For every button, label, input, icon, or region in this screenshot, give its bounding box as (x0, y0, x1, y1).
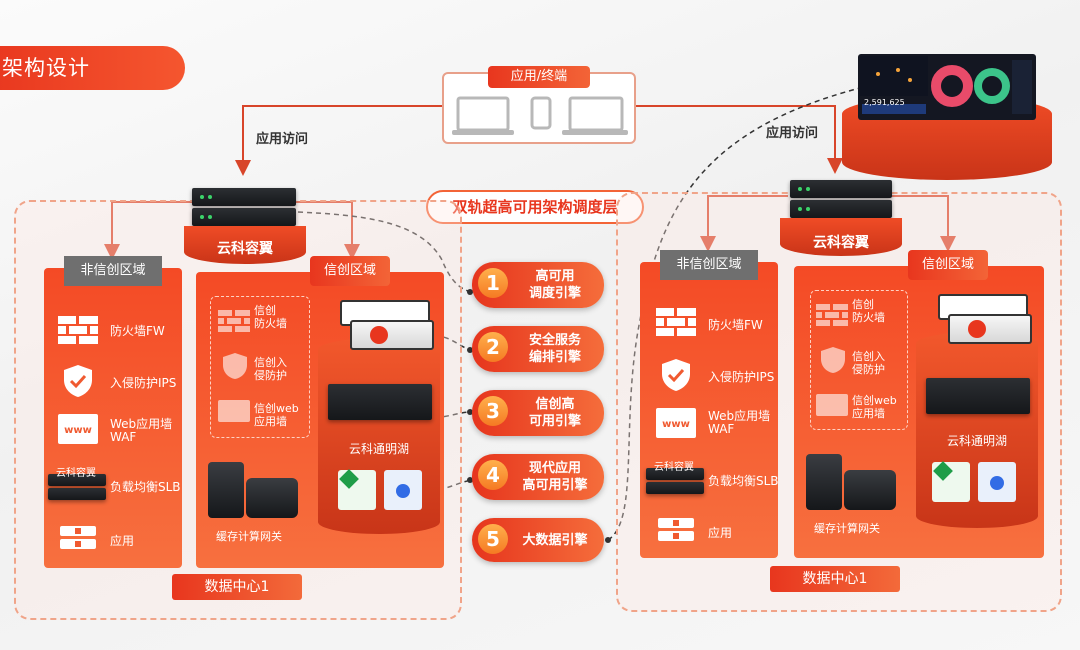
engine-3: 3 信创高 可用引擎 (472, 390, 604, 436)
tongminghu-device-icon (926, 378, 1030, 414)
cache-gateway-device-icon-2 (246, 478, 298, 518)
datacenter-right-name: 数据中心1 (770, 566, 900, 592)
slb-device-icon (646, 468, 704, 480)
xc-security-appliance-icon (948, 314, 1032, 344)
slb-device-label: 云科容翼 (56, 468, 96, 479)
dashboard-chart-icon (860, 56, 1032, 114)
nginx-icon (338, 469, 376, 510)
engine-5: 5 大数据引擎 (472, 518, 604, 562)
engine-1: 1 高可用 调度引擎 (472, 262, 604, 308)
cache-gateway-device-icon (208, 462, 244, 518)
xc-label-left: 信创区域 (310, 256, 390, 286)
slb-device-icon (48, 474, 106, 486)
xc-waf-icon (218, 400, 250, 422)
xc-label-right: 信创区域 (908, 250, 988, 280)
page-title: 架构设计 (0, 46, 185, 90)
gateway-label-right: 云科容翼 (813, 235, 869, 251)
nonxc-item-ips: 入侵防护IPS (708, 370, 775, 384)
access-label-right: 应用访问 (766, 126, 819, 141)
xc-shield-icon (222, 352, 248, 380)
gateway-pedestal-left (184, 226, 306, 264)
gateway-label-left: 云科容翼 (217, 241, 273, 257)
engine-number: 2 (478, 332, 508, 362)
app-server-icon (60, 526, 96, 550)
firewall-icon (58, 316, 98, 344)
xc-sub-fw: 信创 防火墙 (852, 298, 885, 324)
client-label: 应用/终端 (488, 66, 590, 88)
shield-icon (62, 364, 94, 398)
engine-number: 1 (478, 268, 508, 298)
datacenter-left-name: 数据中心1 (172, 574, 302, 600)
slb-device-label: 云科容翼 (654, 462, 694, 473)
nonxc-item-waf: Web应用墙 WAF (708, 409, 771, 436)
xc-sub-fw: 信创 防火墙 (254, 304, 287, 330)
dashboard-value: 2,591,625 (864, 98, 905, 107)
gateway-device-right-2 (790, 200, 892, 218)
engine-number: 4 (478, 460, 508, 490)
cache-gateway-label-right: 缓存计算网关 (814, 522, 880, 535)
engine-number: 5 (478, 524, 508, 554)
cache-gateway-device-icon-2 (844, 470, 896, 510)
tongminghu-device-icon (328, 384, 432, 420)
non-xc-label-right: 非信创区域 (660, 250, 758, 280)
nonxc-item-fw: 防火墙FW (708, 318, 763, 332)
nonxc-item-slb: 负载均衡SLB (708, 474, 779, 488)
engine-label: 高可用 调度引擎 (528, 269, 581, 301)
xc-security-group-left (210, 296, 310, 438)
nonxc-item-fw: 防火墙FW (110, 324, 165, 338)
engine-label: 信创高 可用引擎 (528, 397, 581, 429)
xc-sub-waf: 信创web 应用墙 (254, 402, 299, 428)
gateway-device-right (790, 180, 892, 198)
xc-sub-waf: 信创web 应用墙 (852, 394, 897, 420)
client-box: 应用/终端 (442, 66, 636, 144)
bigdata-dashboard: 2,591,625 (858, 54, 1036, 120)
cache-gateway-device-icon (806, 454, 842, 510)
nonxc-item-waf: Web应用墙 WAF (110, 417, 173, 444)
shield-icon (660, 358, 692, 392)
xc-security-group-right (810, 290, 908, 430)
terminal-devices-icon (452, 96, 628, 135)
nonxc-item-slb: 负载均衡SLB (110, 480, 181, 494)
xc-waf-icon (816, 394, 848, 416)
nginx-icon (932, 461, 970, 502)
xc-security-appliance-icon (350, 320, 434, 350)
slb-device-icon-2 (48, 488, 106, 500)
scheduling-layer: 双轨超高可用架构调度层 (426, 190, 644, 224)
xc-shield-icon (820, 346, 846, 374)
xc-sub-ips: 信创入 侵防护 (852, 350, 885, 376)
firewall-icon (656, 308, 696, 336)
xc-sub-ips: 信创入 侵防护 (254, 356, 287, 382)
web-waf-icon: www (656, 408, 696, 438)
nonxc-item-app: 应用 (110, 534, 135, 548)
nonxc-item-app: 应用 (708, 526, 733, 540)
kubernetes-icon (384, 470, 422, 510)
kubernetes-icon (978, 462, 1016, 502)
cache-gateway-label-left: 缓存计算网关 (216, 530, 282, 543)
non-xc-label-left: 非信创区域 (64, 256, 162, 286)
engine-label: 现代应用 高可用引擎 (522, 461, 588, 493)
gateway-device-left (192, 188, 296, 206)
engine-label: 安全服务 编排引擎 (528, 333, 581, 365)
tongminghu-label-left: 云科通明湖 (348, 442, 409, 456)
web-waf-icon: www (58, 414, 98, 444)
nonxc-item-ips: 入侵防护IPS (110, 376, 177, 390)
access-label-left: 应用访问 (256, 132, 309, 147)
gateway-device-left-2 (192, 208, 296, 226)
tongminghu-label-right: 云科通明湖 (946, 434, 1007, 448)
app-server-icon (658, 518, 694, 542)
engine-number: 3 (478, 396, 508, 426)
xc-firewall-icon (218, 310, 250, 332)
gateway-pedestal-right (780, 218, 902, 256)
slb-device-icon-2 (646, 482, 704, 494)
engine-label: 大数据引擎 (522, 532, 588, 548)
xc-firewall-icon (816, 304, 848, 326)
engine-4: 4 现代应用 高可用引擎 (472, 454, 604, 500)
engine-2: 2 安全服务 编排引擎 (472, 326, 604, 372)
